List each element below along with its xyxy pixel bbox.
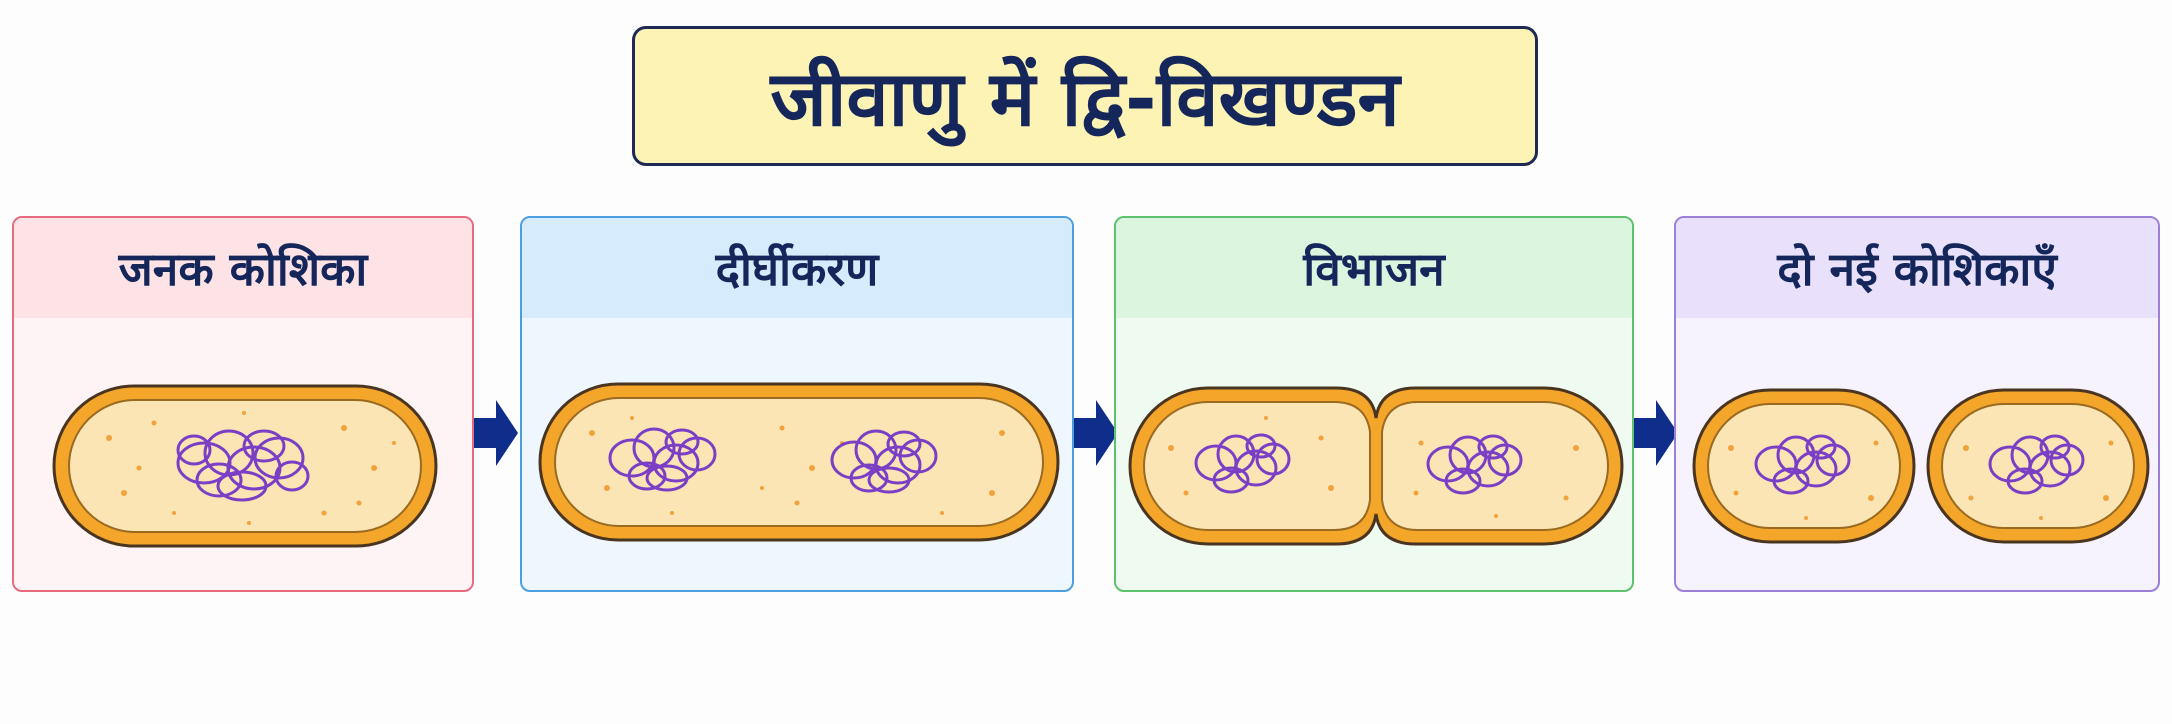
parent-cell	[52, 384, 438, 548]
dna-coil-right	[830, 429, 938, 494]
daughter-cells-cytoplasm-dots	[1728, 440, 2114, 520]
stage-illustration-division	[1116, 318, 1632, 590]
dna-coil	[176, 429, 310, 502]
page-title: जीवाणु में द्वि-विखण्डन	[770, 53, 1400, 143]
dividing-cell-cytoplasm-dots	[1168, 416, 1579, 518]
stage-panel-division: विभाजन	[1114, 216, 1634, 592]
dna-coil-left	[1194, 433, 1291, 494]
stage-illustration-elongation	[522, 318, 1072, 590]
stage-label-two-new-cells: दो नई कोशिकाएँ	[1676, 218, 2158, 318]
dna-coil-right	[1988, 434, 2085, 495]
stage-panel-elongation: दीर्घीकरण	[520, 216, 1074, 592]
elongated-cell	[538, 382, 1060, 542]
stage-label-parent-cell: जनक कोशिका	[14, 218, 472, 318]
stage-label-division: विभाजन	[1116, 218, 1632, 318]
arrow-right-icon	[1634, 400, 1678, 466]
dna-coil-left	[608, 427, 717, 492]
dividing-cell	[1128, 386, 1624, 546]
stage-illustration-two-new-cells	[1676, 318, 2158, 590]
elongated-cell-cytoplasm-dots	[589, 416, 1005, 515]
stage-panel-parent-cell: जनक कोशिका	[12, 216, 474, 592]
daughter-cell-left	[1692, 388, 1916, 544]
stage-label-elongation: दीर्घीकरण	[522, 218, 1072, 318]
arrow-right-icon	[1074, 400, 1118, 466]
stage-panel-two-new-cells: दो नई कोशिकाएँ	[1674, 216, 2160, 592]
arrow-right-icon	[474, 400, 518, 466]
daughter-cell-right	[1926, 388, 2150, 544]
dna-coil-right	[1426, 434, 1523, 495]
dna-coil-left	[1754, 434, 1851, 495]
title-banner: जीवाणु में द्वि-विखण्डन	[632, 26, 1538, 166]
parent-cell-cytoplasm-dots	[106, 411, 396, 525]
stage-illustration-parent-cell	[14, 318, 472, 590]
